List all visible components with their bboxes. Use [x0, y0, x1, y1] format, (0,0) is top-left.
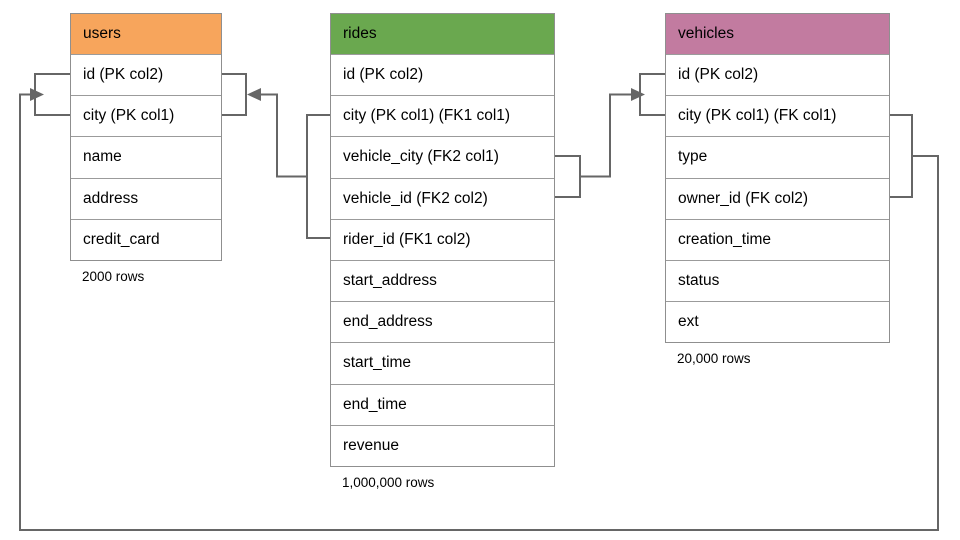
table-row: start_address — [331, 259, 554, 301]
table-row: city (PK col1) (FK1 col1) — [331, 95, 554, 136]
table-row: address — [71, 177, 221, 219]
table-row: id (PK col2) — [71, 54, 221, 95]
arrowhead-to-vehicles-left — [631, 88, 645, 101]
table-row: name — [71, 136, 221, 177]
table-row: type — [666, 136, 889, 177]
table-vehicles-row-count: 20,000 rows — [677, 351, 751, 367]
relationship-fk2-rides-bracket — [553, 155, 581, 198]
table-users-box: users id (PK col2) city (PK col1) name a… — [70, 13, 222, 261]
table-row: owner_id (FK col2) — [666, 177, 889, 219]
table-row: end_address — [331, 301, 554, 342]
table-row: vehicle_city (FK2 col1) — [331, 136, 554, 177]
table-row: revenue — [331, 424, 554, 466]
table-row: ext — [666, 301, 889, 342]
table-rides-header: rides — [331, 14, 554, 54]
arrowhead-to-users-right — [247, 88, 261, 101]
table-rides-row-count: 1,000,000 rows — [342, 474, 435, 490]
relationship-fk2-line — [580, 93, 632, 178]
table-row: rider_id (FK1 col2) — [331, 218, 554, 260]
table-vehicles-header: vehicles — [666, 14, 889, 54]
relationship-fk1-line — [261, 93, 307, 178]
table-row: status — [666, 259, 889, 301]
table-rides: rides id (PK col2) city (PK col1) (FK1 c… — [330, 13, 555, 490]
table-vehicles: vehicles id (PK col2) city (PK col1) (FK… — [665, 13, 890, 366]
table-row: id (PK col2) — [331, 54, 554, 95]
table-row: id (PK col2) — [666, 54, 889, 95]
table-row: credit_card — [71, 218, 221, 260]
table-row: start_time — [331, 342, 554, 383]
relationship-fk-vehicles-bracket — [890, 114, 913, 198]
table-users: users id (PK col2) city (PK col1) name a… — [70, 13, 222, 284]
relationship-fk1-rides-bracket — [306, 114, 330, 239]
table-vehicles-box: vehicles id (PK col2) city (PK col1) (FK… — [665, 13, 890, 344]
relationship-fk1-users-bracket — [222, 73, 247, 116]
table-row: city (PK col1) (FK col1) — [666, 95, 889, 136]
relationship-fk-line — [19, 93, 939, 531]
table-row: creation_time — [666, 218, 889, 260]
arrowhead-to-users-left — [30, 88, 44, 101]
table-row: city (PK col1) — [71, 95, 221, 136]
table-row: end_time — [331, 383, 554, 425]
table-users-row-count: 2000 rows — [82, 268, 145, 284]
table-rides-box: rides id (PK col2) city (PK col1) (FK1 c… — [330, 13, 555, 467]
table-row: vehicle_id (FK2 col2) — [331, 177, 554, 219]
table-users-header: users — [71, 14, 221, 54]
